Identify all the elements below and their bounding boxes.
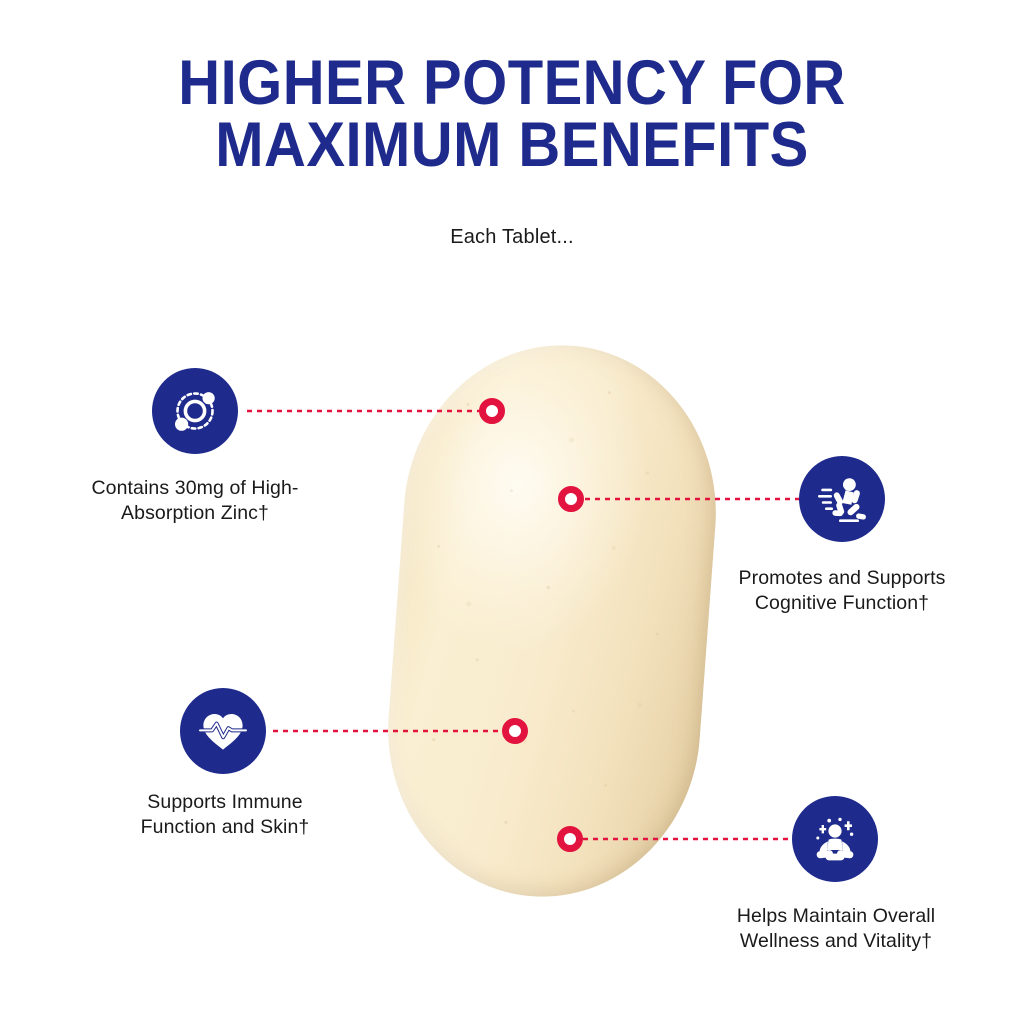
meditation-person-icon bbox=[792, 796, 878, 882]
atom-molecule-icon bbox=[152, 368, 238, 454]
marker-zinc bbox=[479, 398, 505, 424]
callout-immune-line-2: Function and Skin† bbox=[140, 816, 310, 838]
page-title: HIGHER POTENCY FOR MAXIMUM BENEFITS bbox=[41, 48, 983, 180]
callout-wellness-text: Helps Maintain Overall Wellness and Vita… bbox=[686, 904, 986, 954]
callout-zinc-text: Contains 30mg of High- Absorption Zinc† bbox=[45, 476, 345, 526]
marker-immune bbox=[502, 718, 528, 744]
callout-zinc-line-1: Contains 30mg of High- bbox=[91, 477, 299, 499]
callout-cognitive-line-2: Cognitive Function† bbox=[754, 592, 930, 614]
running-person-icon bbox=[799, 456, 885, 542]
marker-wellness bbox=[557, 826, 583, 852]
callout-immune-text: Supports Immune Function and Skin† bbox=[75, 790, 375, 840]
marker-cognitive bbox=[558, 486, 584, 512]
tablet-texture bbox=[376, 334, 728, 908]
callout-cognitive-line-1: Promotes and Supports bbox=[738, 567, 946, 589]
callout-cognitive-text: Promotes and Supports Cognitive Function… bbox=[692, 566, 992, 616]
callout-immune-line-1: Supports Immune bbox=[147, 791, 303, 813]
callout-wellness-line-1: Helps Maintain Overall bbox=[736, 905, 936, 927]
heart-pulse-icon bbox=[180, 688, 266, 774]
headline-line-2: MAXIMUM BENEFITS bbox=[215, 110, 809, 180]
subtitle: Each Tablet... bbox=[450, 226, 574, 248]
tablet-image bbox=[376, 334, 728, 908]
callout-wellness-line-2: Wellness and Vitality† bbox=[739, 930, 933, 952]
callout-zinc-line-2: Absorption Zinc† bbox=[121, 502, 269, 524]
headline-line-1: HIGHER POTENCY FOR bbox=[178, 48, 846, 118]
